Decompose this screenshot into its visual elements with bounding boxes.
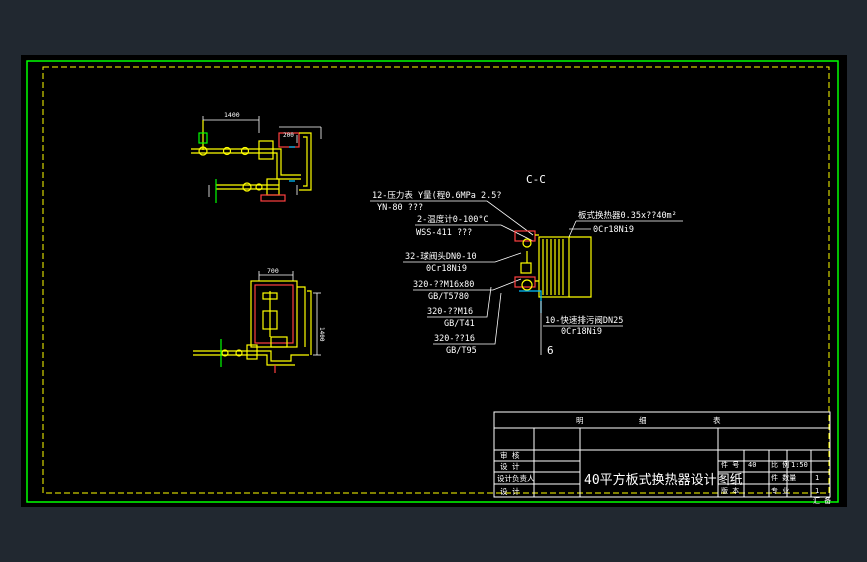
right-part-no: 件 号: [721, 460, 739, 469]
dim-side-height: 1400: [318, 327, 325, 342]
right-discipline: 专 业: [771, 486, 789, 495]
section-label: C-C: [526, 173, 546, 186]
dim-mid-width: 700: [267, 267, 279, 275]
callout-5-label: 320-??M16: [427, 307, 473, 317]
callout-3-spec: 0Cr18Ni9: [426, 264, 467, 274]
dim-top-right: 200: [283, 132, 294, 139]
callout-1-label: 12-压力表 Y量(程0.6MPa 2.5?: [372, 190, 502, 201]
callout-3-label: 32-球阀头DN0-10: [405, 251, 477, 262]
row-design-2: 设 计: [500, 486, 520, 496]
callout-6-label: 320-??16: [434, 334, 475, 344]
title-block-right-rows: 件 号 比 例 件 数量 专 业 版 本 40 1:50 1 1 汇 备: [721, 460, 831, 505]
right-qty: 件 数量: [771, 473, 796, 482]
row-review: 审 核: [500, 450, 520, 460]
value-scale: 1:50: [791, 461, 808, 469]
outer-frame: [26, 60, 839, 503]
value-extra: 1: [815, 487, 819, 495]
callout-2-spec: WSS-411 ???: [416, 228, 472, 238]
callout-1-spec: YN-80 ???: [377, 203, 423, 213]
exchanger-section: [514, 228, 592, 355]
exchanger-name: 板式换热器0.35x??40m²: [578, 210, 677, 221]
leader-lines: [370, 200, 534, 345]
cad-drawing: 1400 200 700 1400 C-C 12-压力表 Y量(程0.6MPa …: [26, 60, 839, 505]
right-scale: 比 例: [771, 460, 789, 469]
pipe-assembly-top: [191, 116, 322, 203]
exchanger-spec: 0Cr18Ni9: [593, 225, 634, 235]
row-design: 设 计: [500, 461, 520, 471]
right-version: 版 本: [721, 486, 739, 495]
inner-frame: [42, 66, 830, 494]
end-mark: 汇 备: [813, 496, 831, 505]
drawing-sheet: 1400 200 700 1400 C-C 12-压力表 Y量(程0.6MPa …: [21, 55, 847, 507]
value-part-no: 40: [748, 461, 756, 469]
header-char-1: 明: [576, 416, 584, 425]
dim-top-width: 1400: [224, 111, 240, 119]
callout-4-spec: GB/T5780: [428, 292, 469, 302]
pipe-assembly-bottom: [193, 271, 321, 373]
bottom-callout-label: 10-快速排污阀DN25: [545, 315, 623, 326]
callout-group: 12-压力表 Y量(程0.6MPa 2.5? YN-80 ??? 2-温度计0-…: [372, 190, 502, 356]
title-block: [493, 411, 831, 498]
title-block-left-rows: 审 核 设 计 设计负责人 设 计: [497, 450, 535, 496]
callout-5-spec: GB/T41: [444, 319, 475, 329]
header-char-2: 细: [639, 415, 647, 425]
bottom-callout-number: 6: [547, 344, 554, 357]
value-qty: 1: [815, 474, 819, 482]
title-block-header: 明 细 表: [576, 415, 721, 425]
callout-2-label: 2-温度计0-100°C: [417, 214, 489, 225]
header-char-3: 表: [713, 415, 721, 425]
row-design-lead: 设计负责人: [497, 473, 535, 483]
callout-4-label: 320-??M16x80: [413, 280, 474, 290]
drawing-title: 40平方板式换热器设计图纸: [584, 472, 743, 488]
bottom-callout-spec: 0Cr18Ni9: [561, 327, 602, 337]
callout-6-spec: GB/T95: [446, 346, 477, 356]
